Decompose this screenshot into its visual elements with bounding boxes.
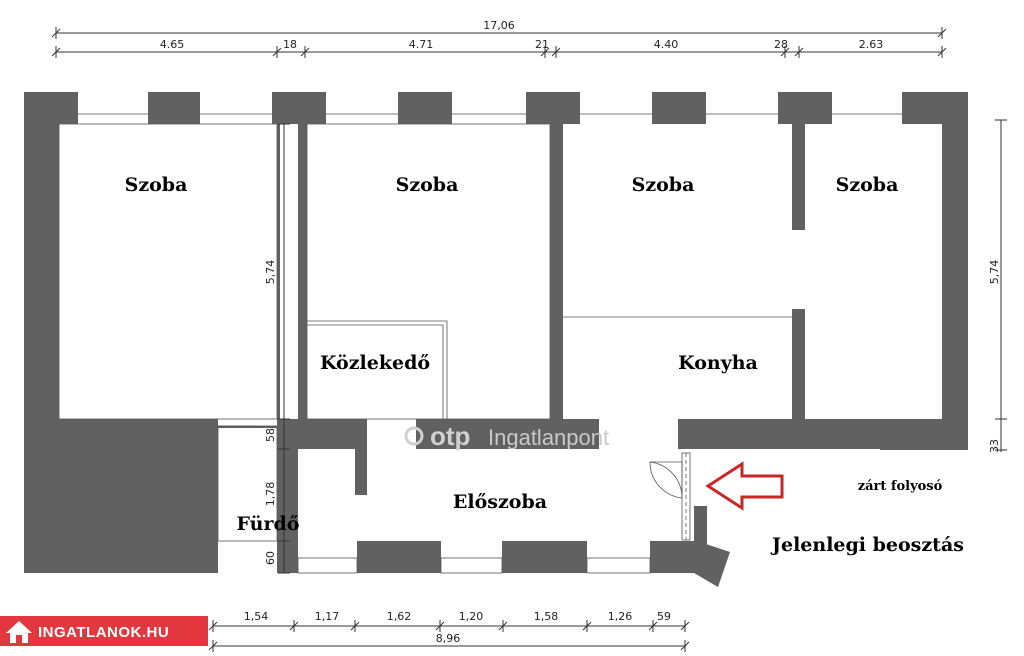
otp-watermark: otp Ingatlanpont — [404, 421, 609, 451]
watermark-suffix: Ingatlanpont — [488, 425, 609, 450]
caption-current-layout: Jelenlegi beosztás — [770, 534, 964, 556]
dim-top-seg-2: 18 — [283, 38, 297, 51]
dim-total-width: 17,06 — [483, 19, 515, 32]
bottom-dimensions: 1,54 1,17 1,62 1,20 1,58 1,26 59 8,96 — [208, 610, 690, 652]
badge-label: INGATLANOK.HU — [38, 624, 169, 641]
watermark-brand: otp — [430, 421, 470, 451]
walls — [24, 92, 968, 587]
dim-top-seg-5: 4.40 — [654, 38, 679, 51]
dim-bottom-total: 8,96 — [436, 632, 461, 645]
note-closed-corridor: zárt folyosó — [858, 479, 943, 494]
house-icon — [6, 621, 32, 643]
dim-bottom-seg-7: 59 — [657, 610, 671, 623]
right-dimensions: 5,74 33 — [988, 119, 1007, 453]
dim-left-wall: 58 — [264, 428, 277, 442]
dim-top-seg-3: 4.71 — [409, 38, 434, 51]
dim-top-seg-6: 28 — [774, 38, 788, 51]
dim-right-wall: 33 — [988, 439, 1001, 453]
room-labels: Szoba Szoba Szoba Szoba Közlekedő Konyha… — [125, 174, 899, 535]
entry-door — [649, 452, 691, 541]
dim-bottom-seg-5: 1,58 — [534, 610, 559, 623]
dim-left-bottom-wall: 60 — [264, 551, 277, 565]
dim-top-seg-1: 4.65 — [160, 38, 185, 51]
ingatlanok-badge: INGATLANOK.HU — [0, 616, 208, 646]
dim-bottom-seg-3: 1,62 — [387, 610, 412, 623]
dim-top-seg-7: 2.63 — [859, 38, 884, 51]
dim-right-room-height: 5,74 — [988, 260, 1001, 285]
dim-bottom-seg-2: 1,17 — [315, 610, 340, 623]
top-dimensions: 17,06 4.65 18 4.71 21 4.40 28 2.63 — [51, 19, 947, 58]
entry-arrow-icon — [705, 461, 784, 511]
room-label-corridor: Közlekedő — [320, 352, 430, 374]
dim-left-room-height: 5,74 — [264, 260, 277, 285]
room-label-szoba-4: Szoba — [836, 174, 899, 196]
dim-bottom-seg-6: 1,26 — [608, 610, 633, 623]
dim-bottom-seg-4: 1,20 — [459, 610, 484, 623]
room-label-kitchen: Konyha — [678, 352, 758, 374]
windows — [78, 96, 902, 574]
room-label-szoba-1: Szoba — [125, 174, 188, 196]
dim-bottom-seg-1: 1,54 — [244, 610, 269, 623]
left-dimensions: 5,74 58 1,78 60 — [264, 123, 290, 574]
dim-left-hall: 1,78 — [264, 482, 277, 507]
room-label-szoba-2: Szoba — [396, 174, 459, 196]
room-label-bathroom: Fürdő — [237, 513, 300, 535]
room-outlines — [58, 123, 792, 542]
dim-top-seg-4: 21 — [535, 38, 549, 51]
room-label-hallway: Előszoba — [453, 491, 547, 513]
room-label-szoba-3: Szoba — [632, 174, 695, 196]
